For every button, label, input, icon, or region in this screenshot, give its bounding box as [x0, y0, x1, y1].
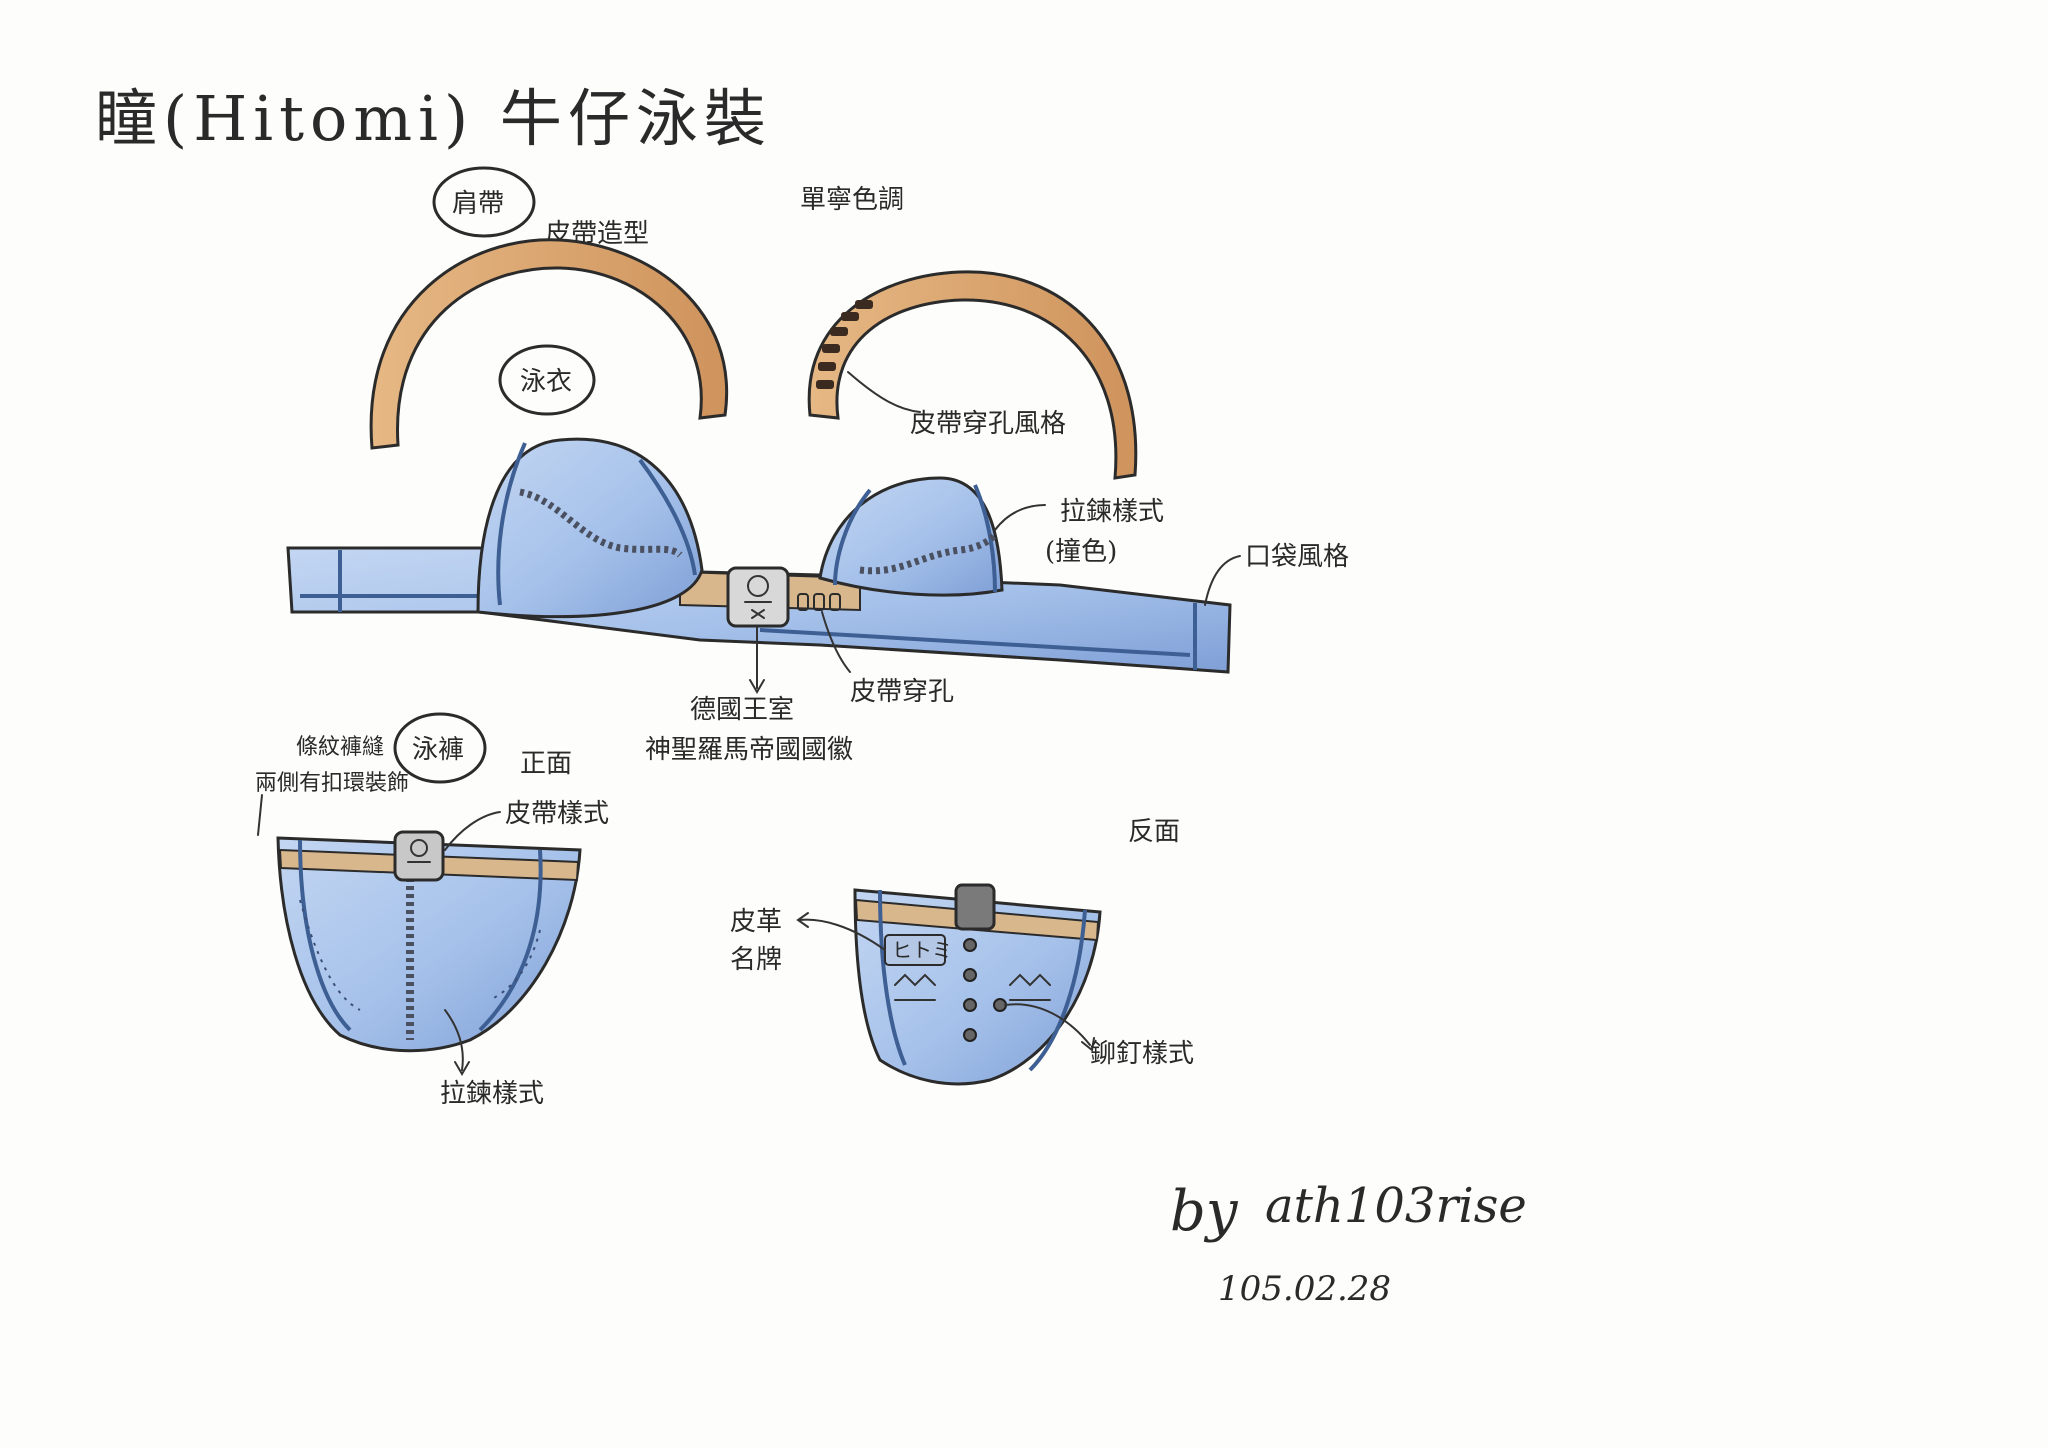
left-shoulder-strap [369, 238, 729, 450]
bottom-note-line2: 兩側有扣環裝飾 [255, 771, 409, 796]
right-shoulder-strap [807, 270, 1138, 480]
belt-holes-label: 皮帶穿孔 [850, 677, 954, 707]
rivet-label: 鉚釘樣式 [1090, 1039, 1194, 1069]
bottom-label-circle [393, 712, 487, 784]
bottom-note-line1: 條紋褲縫 [296, 735, 384, 760]
belt-style-arrow [444, 811, 501, 851]
bottom-zipper-arrow [444, 1009, 470, 1076]
strap-label-circle [432, 166, 536, 238]
leather-tag-label-line1: 皮革 [730, 907, 782, 937]
signature-by: by [1170, 1179, 1239, 1244]
top-label-circle [498, 344, 596, 416]
emblem-label-line2: 神聖羅馬帝國國徽 [645, 735, 853, 765]
pocket-label: 口袋風格 [1245, 542, 1349, 572]
strap-holes [816, 300, 873, 389]
leather-tag-text: ヒトミ [892, 938, 952, 962]
bottom-circle-label: 泳褲 [412, 735, 464, 765]
front-label: 正面 [520, 749, 572, 779]
signature: by ath103rise 105.02.28 [1170, 1178, 1527, 1309]
rivets [963, 938, 1007, 1042]
strap-holes-label: 皮帶穿孔風格 [910, 409, 1066, 439]
strap-circle-label: 肩帶 [452, 189, 504, 219]
zipper-sub-label: (撞色) [1045, 537, 1117, 567]
belt-holes-arrow [821, 611, 851, 673]
bikini-bottom-front [276, 830, 582, 1053]
leather-tag-label-line2: 名牌 [730, 945, 782, 975]
leather-tag-arrow [796, 912, 886, 951]
zipper-label: 拉鍊樣式 [1060, 497, 1164, 527]
back-leather-patch [954, 883, 996, 931]
belt-holes [797, 593, 841, 611]
back-label: 反面 [1128, 817, 1180, 847]
page-title: 瞳(Hitomi) 牛仔泳裝 [95, 82, 772, 155]
belt-style-label: 皮帶樣式 [505, 799, 609, 829]
pocket-arrow [1204, 555, 1241, 606]
strap-holes-arrow [847, 371, 921, 413]
single-color-label: 單寧色調 [800, 185, 904, 215]
signature-date: 105.02.28 [1218, 1269, 1391, 1309]
bikini-bottom-back: ヒトミ [853, 883, 1102, 1086]
bottom-zipper-label: 拉鍊樣式 [440, 1079, 544, 1109]
emblem-label-line1: 德國王室 [690, 695, 794, 725]
top-circle-label: 泳衣 [520, 367, 572, 397]
bikini-top [286, 437, 1232, 674]
zipper-arrow [994, 504, 1046, 531]
rivet-arrow [1004, 1003, 1095, 1052]
emblem-arrow [749, 627, 765, 694]
note-arrow [257, 794, 263, 836]
signature-author: ath103rise [1265, 1178, 1527, 1234]
